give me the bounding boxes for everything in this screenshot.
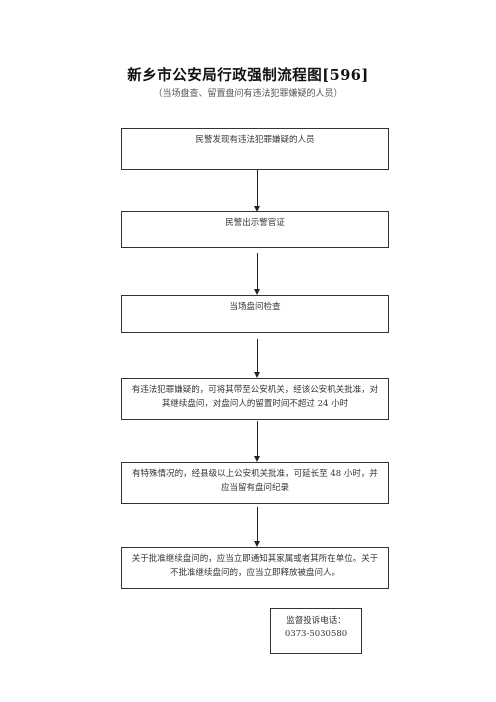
flow-step-extension: 有特殊情况的，经县级以上公安机关批准，可延长至 48 小时，并应当留有盘问纪录 — [121, 462, 389, 504]
flow-step-text: 当场盘问检查 — [229, 302, 281, 312]
flow-step-continue-questioning: 有违法犯罪嫌疑的，可将其带至公安机关，经该公安机关批准，对其继续盘问，对盘问人的… — [121, 378, 389, 420]
flow-step-show-id: 民警出示警官证 — [121, 211, 389, 248]
flow-step-text: 有违法犯罪嫌疑的，可将其带至公安机关，经该公安机关批准，对其继续盘问，对盘问人的… — [131, 385, 379, 409]
complaint-hotline-box: 监督投诉电话： 0373-5030580 — [270, 608, 362, 654]
flow-step-text: 民警出示警官证 — [225, 218, 285, 228]
flow-step-on-site-check: 当场盘问检查 — [121, 295, 389, 333]
flow-step-notify-or-release: 关于批准继续盘问的，应当立即通知其家属或者其所在单位。关于不批准继续盘问的，应当… — [121, 547, 389, 589]
flow-step-discover: 民警发现有违法犯罪嫌疑的人员 — [121, 128, 389, 170]
complaint-hotline-number: 0373-5030580 — [284, 629, 348, 639]
page-subtitle: （当场盘查、留置盘问有违法犯罪嫌疑的人员） — [153, 89, 343, 99]
page-title: 新乡市公安局行政强制流程图[596] — [127, 67, 369, 84]
flow-step-text: 民警发现有违法犯罪嫌疑的人员 — [195, 135, 315, 145]
flow-step-text: 有特殊情况的，经县级以上公安机关批准，可延长至 48 小时，并应当留有盘问纪录 — [132, 469, 378, 493]
flow-step-text: 关于批准继续盘问的，应当立即通知其家属或者其所在单位。关于不批准继续盘问的，应当… — [131, 554, 379, 578]
complaint-hotline-label: 监督投诉电话： — [286, 616, 346, 626]
